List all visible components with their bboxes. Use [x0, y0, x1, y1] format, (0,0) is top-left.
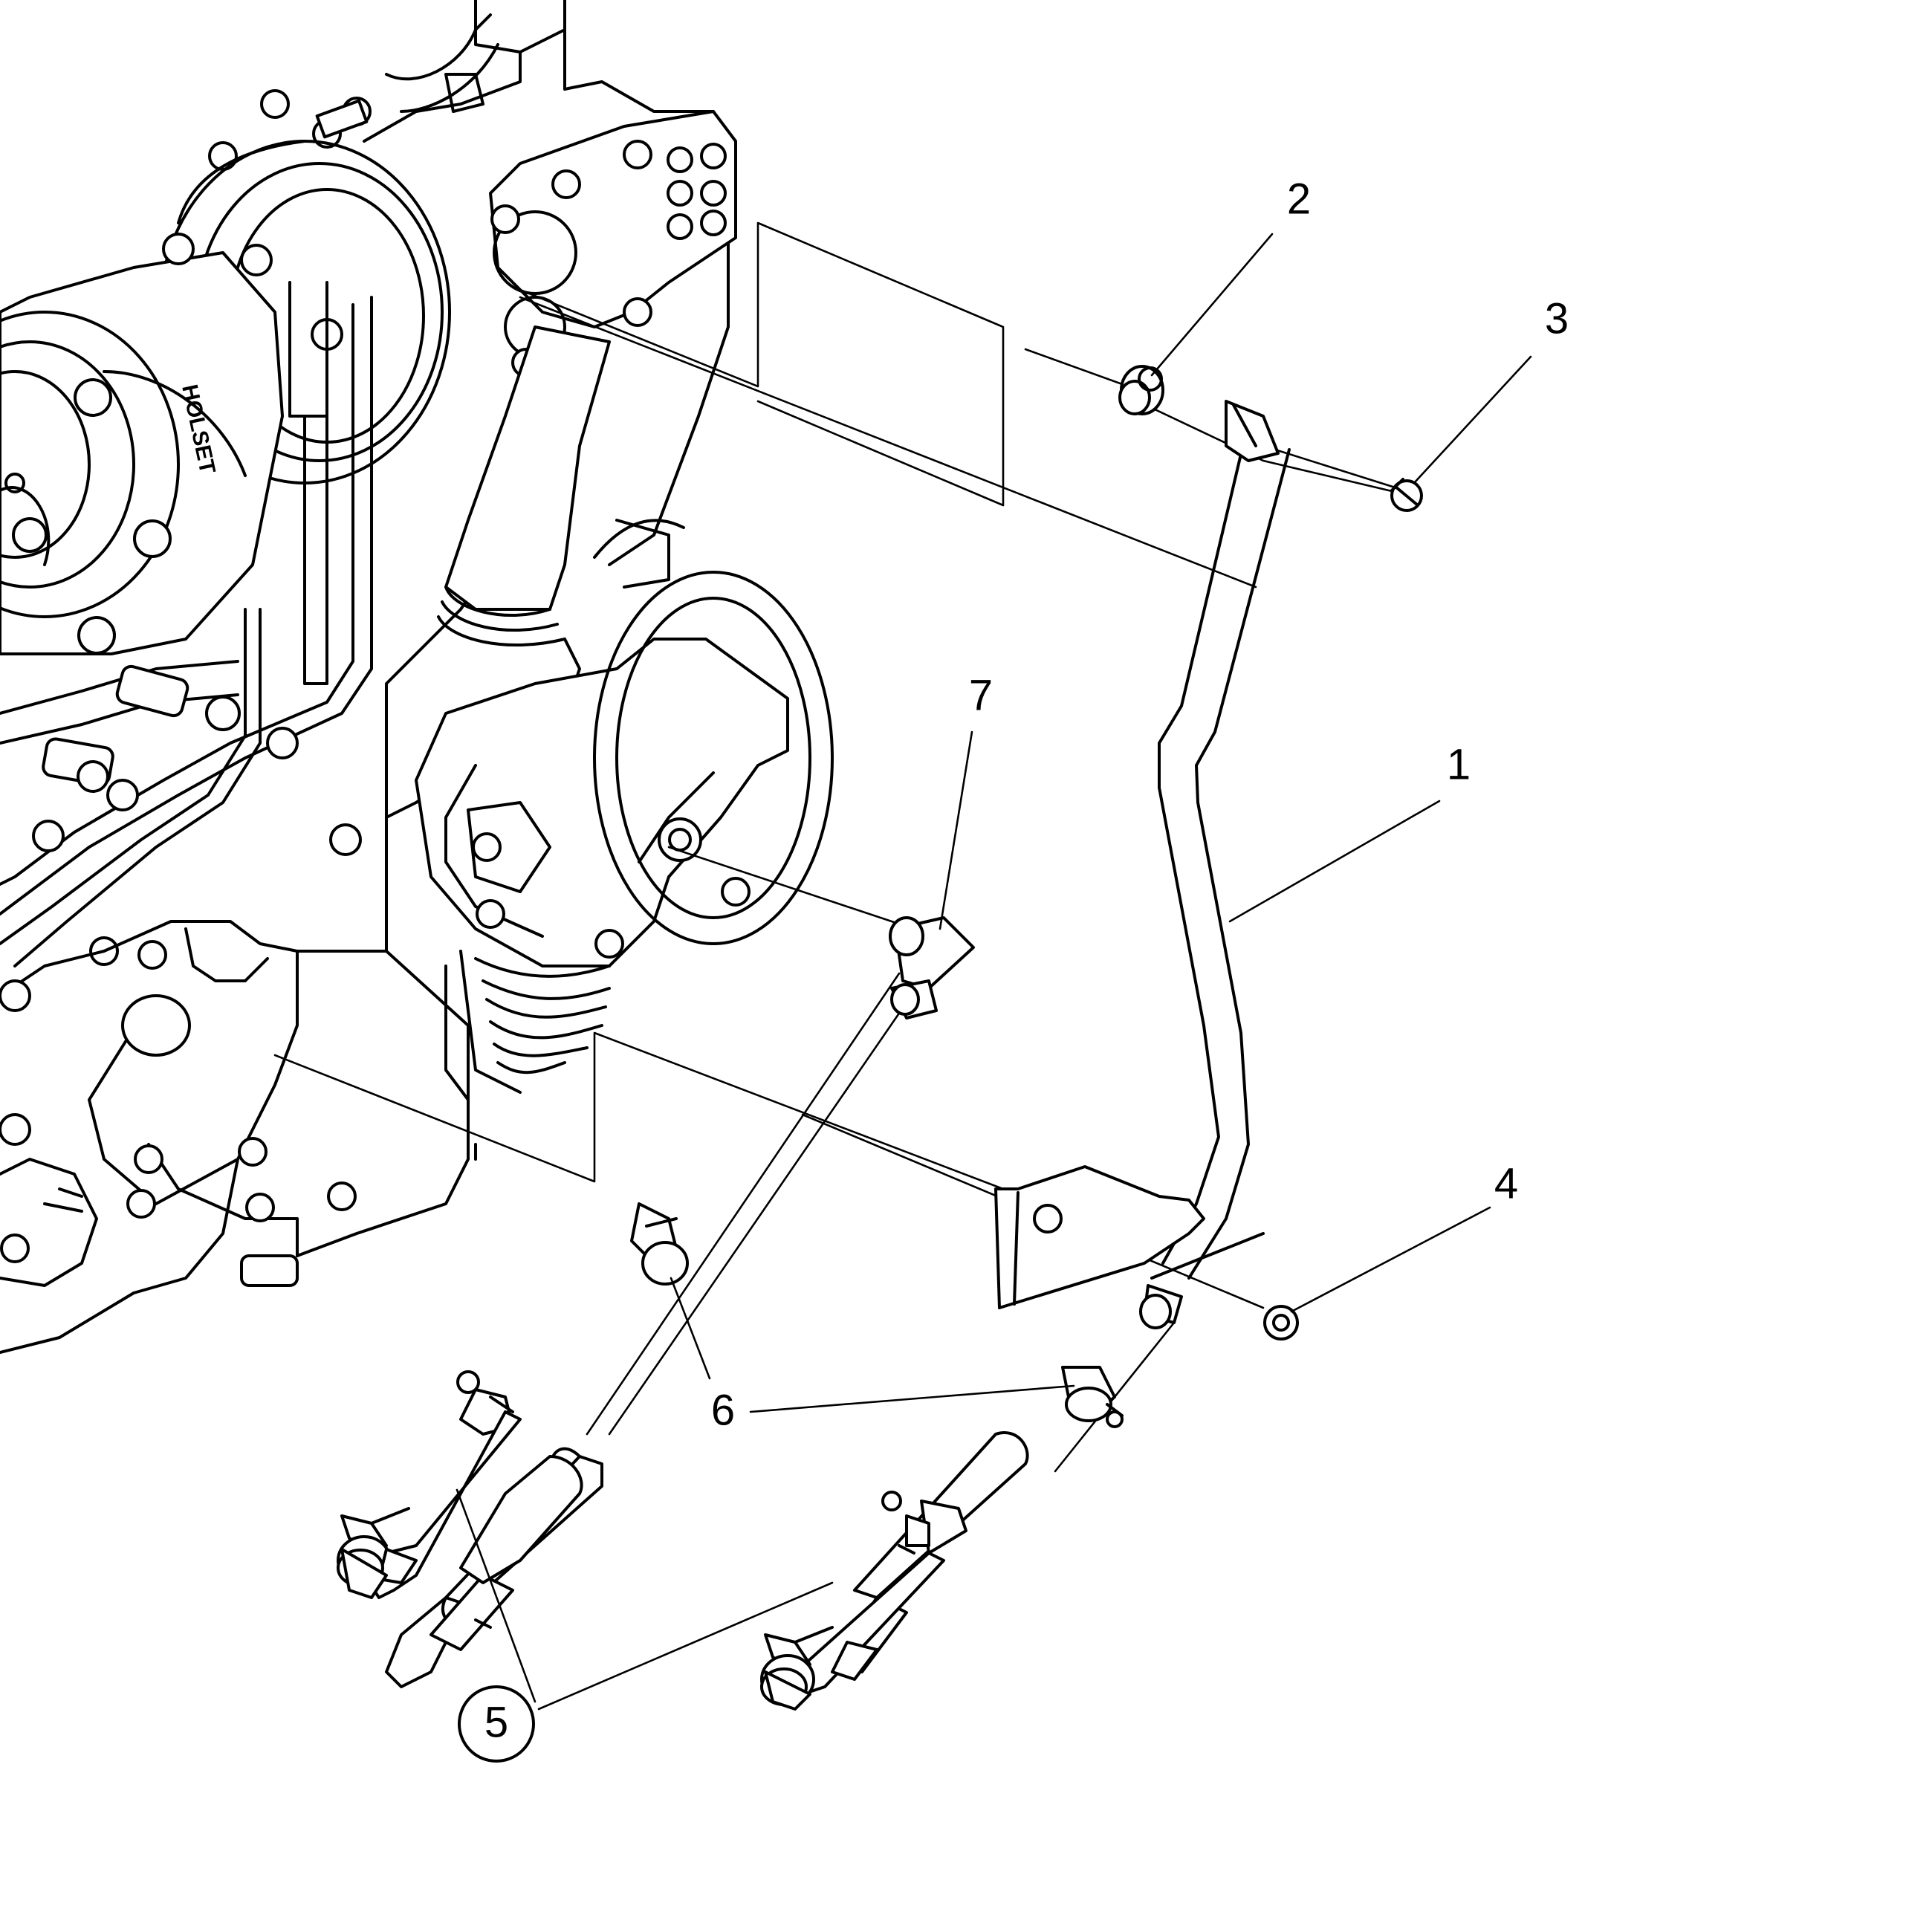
callout-leaders	[456, 233, 1532, 1711]
connector-part-7	[889, 916, 975, 1020]
bolt-icon	[74, 233, 343, 655]
callout-label-4: 4	[1494, 1159, 1518, 1208]
callout-label-2: 2	[1287, 175, 1311, 223]
sleeve-part-1-lower	[1139, 1284, 1183, 1329]
hose-valve-part-5-right	[760, 1431, 1029, 1711]
callout-label-1: 1	[1447, 740, 1471, 788]
tube-assembly-part-1	[994, 400, 1291, 1309]
clamp-part-6-lower	[1061, 1366, 1124, 1428]
callout-label-3: 3	[1545, 294, 1569, 343]
nut-part-4	[1263, 1305, 1299, 1341]
bolt-part-3	[1390, 478, 1423, 512]
callout-circle-5	[458, 1685, 535, 1763]
callout-label-7: 7	[969, 671, 993, 719]
fitting-icon	[32, 664, 299, 970]
engine-assembly: HOLSET	[0, 0, 834, 1354]
grommet-part-2	[1118, 365, 1164, 415]
callout-label-6: 6	[711, 1386, 735, 1434]
bolt-icon	[329, 823, 751, 959]
callout-labels: 1 2 3 4 5 6 7	[458, 175, 1569, 1763]
bolt-icon	[0, 979, 357, 1263]
clamp-part-6-upper	[630, 1202, 689, 1286]
hose-valve-part-5-left	[337, 1370, 603, 1688]
callout-label-5: 5	[484, 1698, 508, 1746]
